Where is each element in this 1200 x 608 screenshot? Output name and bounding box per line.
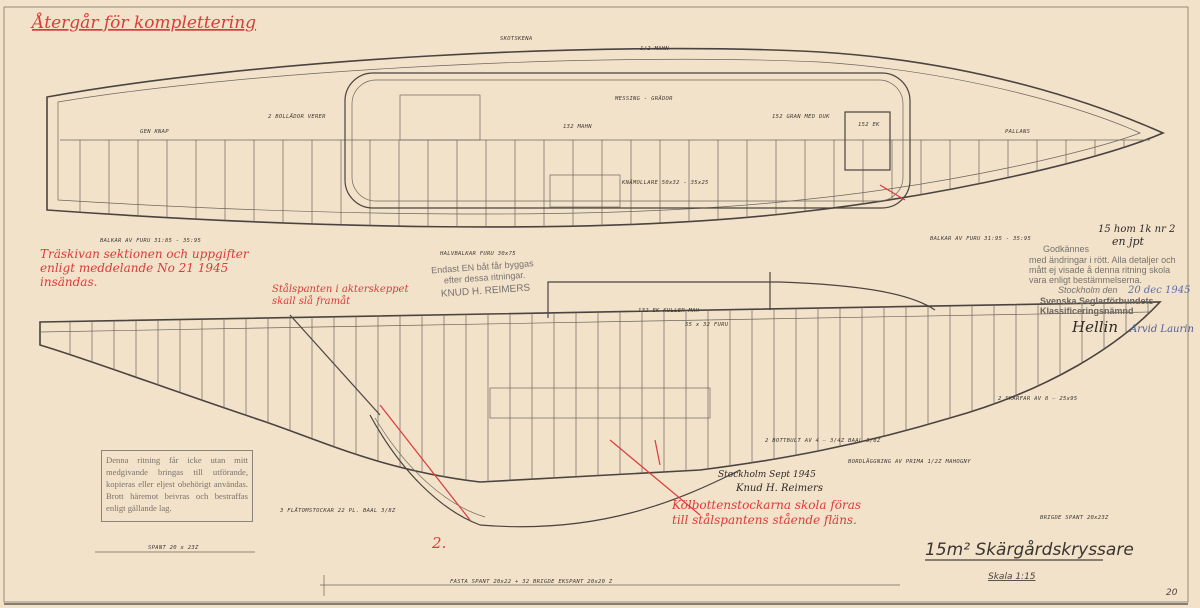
red-sections-note-3: insändas. <box>40 275 97 289</box>
keel-fin <box>369 414 741 528</box>
label-gran: 152 GRAN MED DUK <box>772 114 830 120</box>
sheet-border <box>3 6 1189 603</box>
label-planking: BORDLÄGGNING AV PRIMA 1/2Z MAHOGNY <box>848 458 971 465</box>
label-frame-bottom: BRIGDE SPANT 20x23Z <box>1040 515 1109 521</box>
label-pallans: PALLANS <box>1005 129 1031 135</box>
red-floors-2: till stålspantens stående fläns. <box>672 512 857 527</box>
designer-signature: Knud H. Reimers <box>735 483 823 494</box>
label-frames-note: FASTA SPANT 20x22 + 32 BRIGDE EKSPANT 20… <box>450 579 613 585</box>
handwritten-ref: 15 hom 1k nr 2 <box>1098 224 1175 235</box>
drawing-scale: Skala 1:15 <box>988 572 1036 582</box>
label-spant: SPANT 20 x 23Z <box>148 545 199 551</box>
builder-stamp: Endast EN båt får byggas efter dessa rit… <box>431 258 535 300</box>
red-sections-note-1: Träskivan sektionen och uppgifter <box>40 247 250 261</box>
svg-text:med ändringar i rött. Alla det: med ändringar i rött. Alla detaljer och <box>1029 255 1176 265</box>
red-steel-frames-2: skall slå framåt <box>272 295 351 307</box>
label-mahn: 1/2 MAHN <box>640 46 669 52</box>
sheet-number: 20 <box>1166 588 1178 598</box>
red-sections-note-2: enligt meddelande No 21 1945 <box>40 261 228 275</box>
copyright-notice: Denna ritning får icke utan mitt medgiva… <box>101 450 253 522</box>
label-mahn132: 132 MAHN <box>563 124 592 130</box>
red-floors-1: Kölbottenstockarna skola föras <box>671 498 861 512</box>
label-beams-right: BALKAR AV FURU 31:95 - 35:95 <box>930 236 1031 242</box>
svg-text:KNUD H. REIMERS: KNUD H. REIMERS <box>441 283 531 300</box>
label-floors-note: 3 FLÄTOMSTOCKAR 22 PL. BAAL 3/8Z <box>279 507 396 514</box>
label-half-beams: HALVBALKAR FURU 30x75 <box>439 251 516 257</box>
svg-text:Hellin: Hellin <box>1071 318 1118 336</box>
cabin-top <box>547 281 936 318</box>
red-numeral: 2. <box>431 534 446 552</box>
label-beams-left: BALKAR AV FURU 31:85 - 35:95 <box>100 238 201 244</box>
plan-view: SKOTSKENA 1/2 MAHN GEN KNAP 2 BOLLÄDOR V… <box>46 36 1166 257</box>
svg-text:Arvid Laurin: Arvid Laurin <box>1129 324 1194 335</box>
cockpit-outline <box>344 72 911 209</box>
label-knap: GEN KNAP <box>140 129 169 135</box>
red-steel-frames-1: Stålspanten i akterskeppet <box>272 283 409 295</box>
label-knees: KNÄMOLLARE 50x32 - 35x25 <box>621 179 709 186</box>
svg-text:en jpt: en jpt <box>1112 235 1145 248</box>
label-brass: MESSING - GRÄDOR <box>614 95 673 102</box>
label-stringer: 55 x 32 FURU <box>685 322 729 328</box>
svg-text:mått ej visade å denna ritning: mått ej visade å denna ritning skola <box>1029 265 1170 275</box>
label-coaming: 132 EK KULLER MAH <box>638 308 700 314</box>
drawing-title: 15m² Skärgårdskryssare <box>925 539 1134 560</box>
svg-text:20 dec 1945: 20 dec 1945 <box>1127 285 1190 296</box>
designer-place-date: Stockholm Sept 1945 <box>718 470 816 480</box>
svg-text:Stockholm den: Stockholm den <box>1058 285 1118 295</box>
svg-text:vara enligt bestämmelserna.: vara enligt bestämmelserna. <box>1029 275 1142 285</box>
red-header-note: Återgår för komplettering <box>30 12 256 33</box>
label-ek152: 152 EK <box>858 122 880 128</box>
approval-stamp-org: Svenska Seglarförbundets Klassificerings… <box>1040 296 1154 316</box>
label-bolts: 2 BOTTBULT AV 4 — 3/4Z BAAL 3/8Z <box>765 438 881 444</box>
label-sheet-rail: SKOTSKENA <box>500 36 533 42</box>
label-drawers: 2 BOLLÄDOR VERER <box>268 113 326 120</box>
approval-stamp: Godkännes en jpt med ändringar i rött. A… <box>1029 235 1194 336</box>
svg-text:Godkännes: Godkännes <box>1043 244 1090 254</box>
label-stem: 2 SKARFAR AV 8 — 25x95 <box>998 396 1077 402</box>
